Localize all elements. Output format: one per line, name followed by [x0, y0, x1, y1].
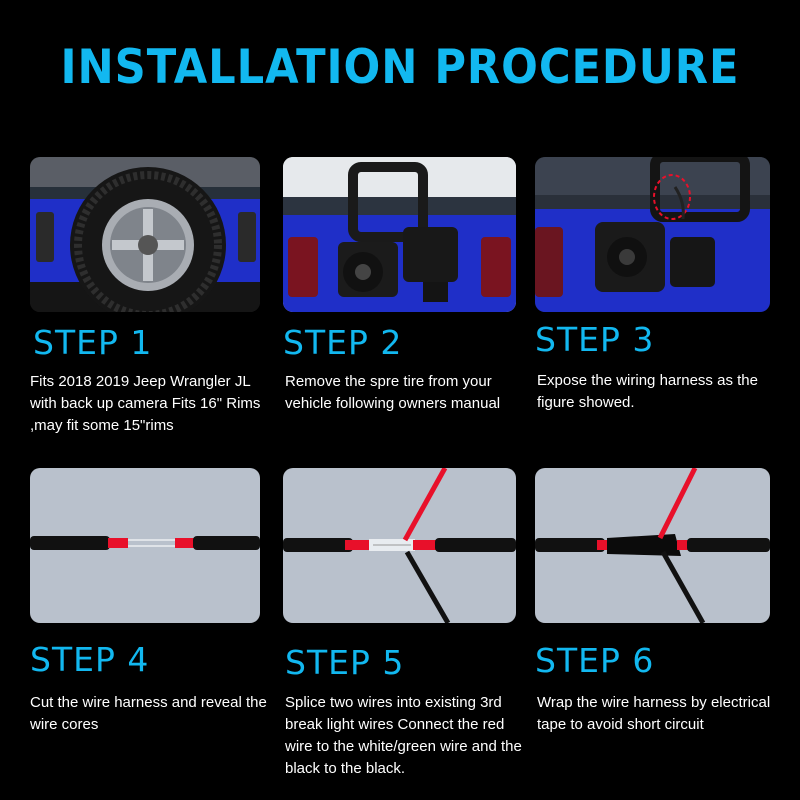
step-4-photo — [30, 468, 260, 623]
step-4-label: STEP 4 — [30, 640, 150, 679]
step-6-description: Wrap the wire harness by electrical tape… — [537, 694, 771, 733]
step-5-photo — [283, 468, 516, 623]
step-3-label: STEP 3 — [535, 320, 655, 359]
step-1-label: STEP 1 — [33, 323, 153, 362]
step-3-description: Expose the wiring harness as the figure … — [537, 372, 758, 411]
step-2-description: Remove the spre tire from your vehicle f… — [285, 373, 501, 412]
step-6-photo — [535, 468, 770, 623]
step-1-photo — [30, 157, 260, 312]
step-2-photo — [283, 157, 516, 312]
step-3-photo — [535, 157, 770, 312]
step-5-description: Splice two wires into existing 3rd break… — [285, 694, 522, 777]
page-title: INSTALLATION PROCEDURE — [60, 40, 740, 95]
step-6-label: STEP 6 — [535, 641, 655, 680]
step-4-description: Cut the wire harness and reveal the wire… — [30, 694, 267, 733]
step-1-description: Fits 2018 2019 Jeep Wrangler JL with bac… — [30, 373, 261, 434]
step-2-label: STEP 2 — [283, 323, 403, 362]
step-5-label: STEP 5 — [285, 643, 405, 682]
